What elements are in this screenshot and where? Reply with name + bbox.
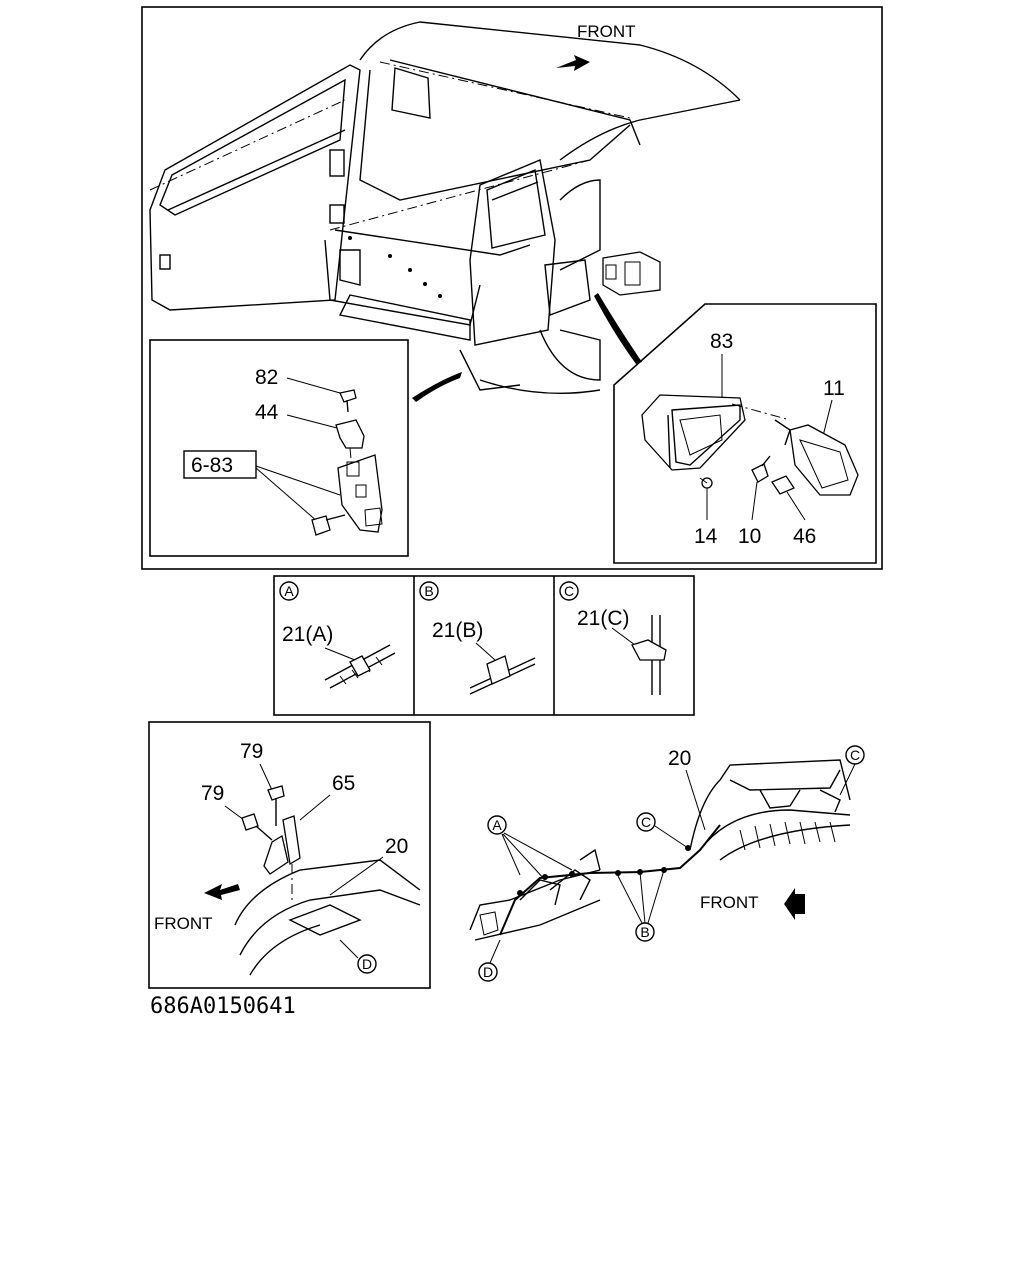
main-front-arrow-icon <box>556 55 590 71</box>
bottom-left-detail: 79 79 65 20 D FRONT <box>148 721 431 989</box>
clip-panel-b-label: 21(B) <box>432 619 483 642</box>
main-view: FRONT <box>141 6 883 570</box>
clip-panel-c-label: 21(C) <box>577 607 630 630</box>
main-front-label: FRONT <box>577 22 636 41</box>
clip-panel-c-marker: C <box>564 583 574 599</box>
clip-detail-frame <box>273 575 695 716</box>
callout-20-left: 20 <box>385 835 408 858</box>
bolt-82 <box>339 389 357 403</box>
bottom-left-front-label: FRONT <box>154 914 213 933</box>
marker-d-circle-left <box>357 954 377 974</box>
hinge-bracket <box>337 454 383 533</box>
marker-a-route: A <box>492 817 502 833</box>
leader-swoosh-right <box>594 293 642 364</box>
bracket-65 <box>263 834 289 875</box>
marker-d-circle-route <box>478 962 498 982</box>
main-view-frame <box>141 6 883 570</box>
callout-10: 10 <box>738 525 761 548</box>
callout-65: 65 <box>332 772 355 795</box>
marker-d-route: D <box>483 964 493 980</box>
callout-79-top: 79 <box>240 740 263 763</box>
clip-c-body <box>631 639 667 661</box>
wiring-harness-20 <box>499 824 721 936</box>
clip-panel-a-label: 21(A) <box>282 623 333 646</box>
lamp-lens-11 <box>789 424 859 496</box>
inset-lamp: 83 11 14 10 46 <box>613 303 877 564</box>
screw-79-top <box>267 785 285 801</box>
callout-79-left: 79 <box>201 782 224 805</box>
marker-b-circle <box>419 581 439 601</box>
cap-44 <box>335 419 365 449</box>
callout-11: 11 <box>823 377 845 400</box>
leader-swoosh-left <box>412 372 462 402</box>
clip-detail: A 21(A) B 21(B) C 21(C) <box>273 575 695 716</box>
figure-code: 686A0150641 <box>150 994 296 1019</box>
bottom-right-front-label: FRONT <box>700 893 759 912</box>
lamp-housing-83 <box>641 394 746 471</box>
bottom-left-front-arrow-icon <box>204 884 240 900</box>
vehicle-body <box>149 21 741 395</box>
screw-10 <box>751 463 769 483</box>
bottom-left-frame <box>148 721 431 989</box>
callout-20-right: 20 <box>668 747 691 770</box>
clip-46 <box>771 475 795 495</box>
marker-a-circle <box>279 581 299 601</box>
screw-79-left <box>241 813 259 831</box>
callout-83: 83 <box>710 330 733 353</box>
marker-c-circle <box>559 581 579 601</box>
callout-82: 82 <box>255 366 278 389</box>
bolt-6-83 <box>311 515 331 536</box>
callout-44: 44 <box>255 401 279 424</box>
clip-panel-b-marker: B <box>424 583 433 599</box>
clip-panel-a-marker: A <box>284 583 294 599</box>
callout-6-83-box <box>183 450 257 479</box>
clip-a-body <box>349 655 371 677</box>
bottom-right-front-arrow-icon <box>784 888 805 920</box>
inset-right-frame <box>613 303 877 564</box>
callout-14: 14 <box>694 525 718 548</box>
callout-46: 46 <box>793 525 816 548</box>
marker-a-circle-route <box>487 815 507 835</box>
inset-hinge-bracket: 82 44 6-83 <box>149 339 409 557</box>
marker-d-left: D <box>362 956 372 972</box>
clip-b-body <box>486 655 511 685</box>
marker-c1: C <box>641 814 651 830</box>
marker-b-route: B <box>640 924 649 940</box>
marker-c1-circle <box>636 812 656 832</box>
callout-6-83: 6-83 <box>191 454 233 477</box>
inset-left-frame <box>149 339 409 557</box>
bottom-right-routing: 20 C C A B D <box>469 745 865 982</box>
marker-c2: C <box>850 747 860 763</box>
